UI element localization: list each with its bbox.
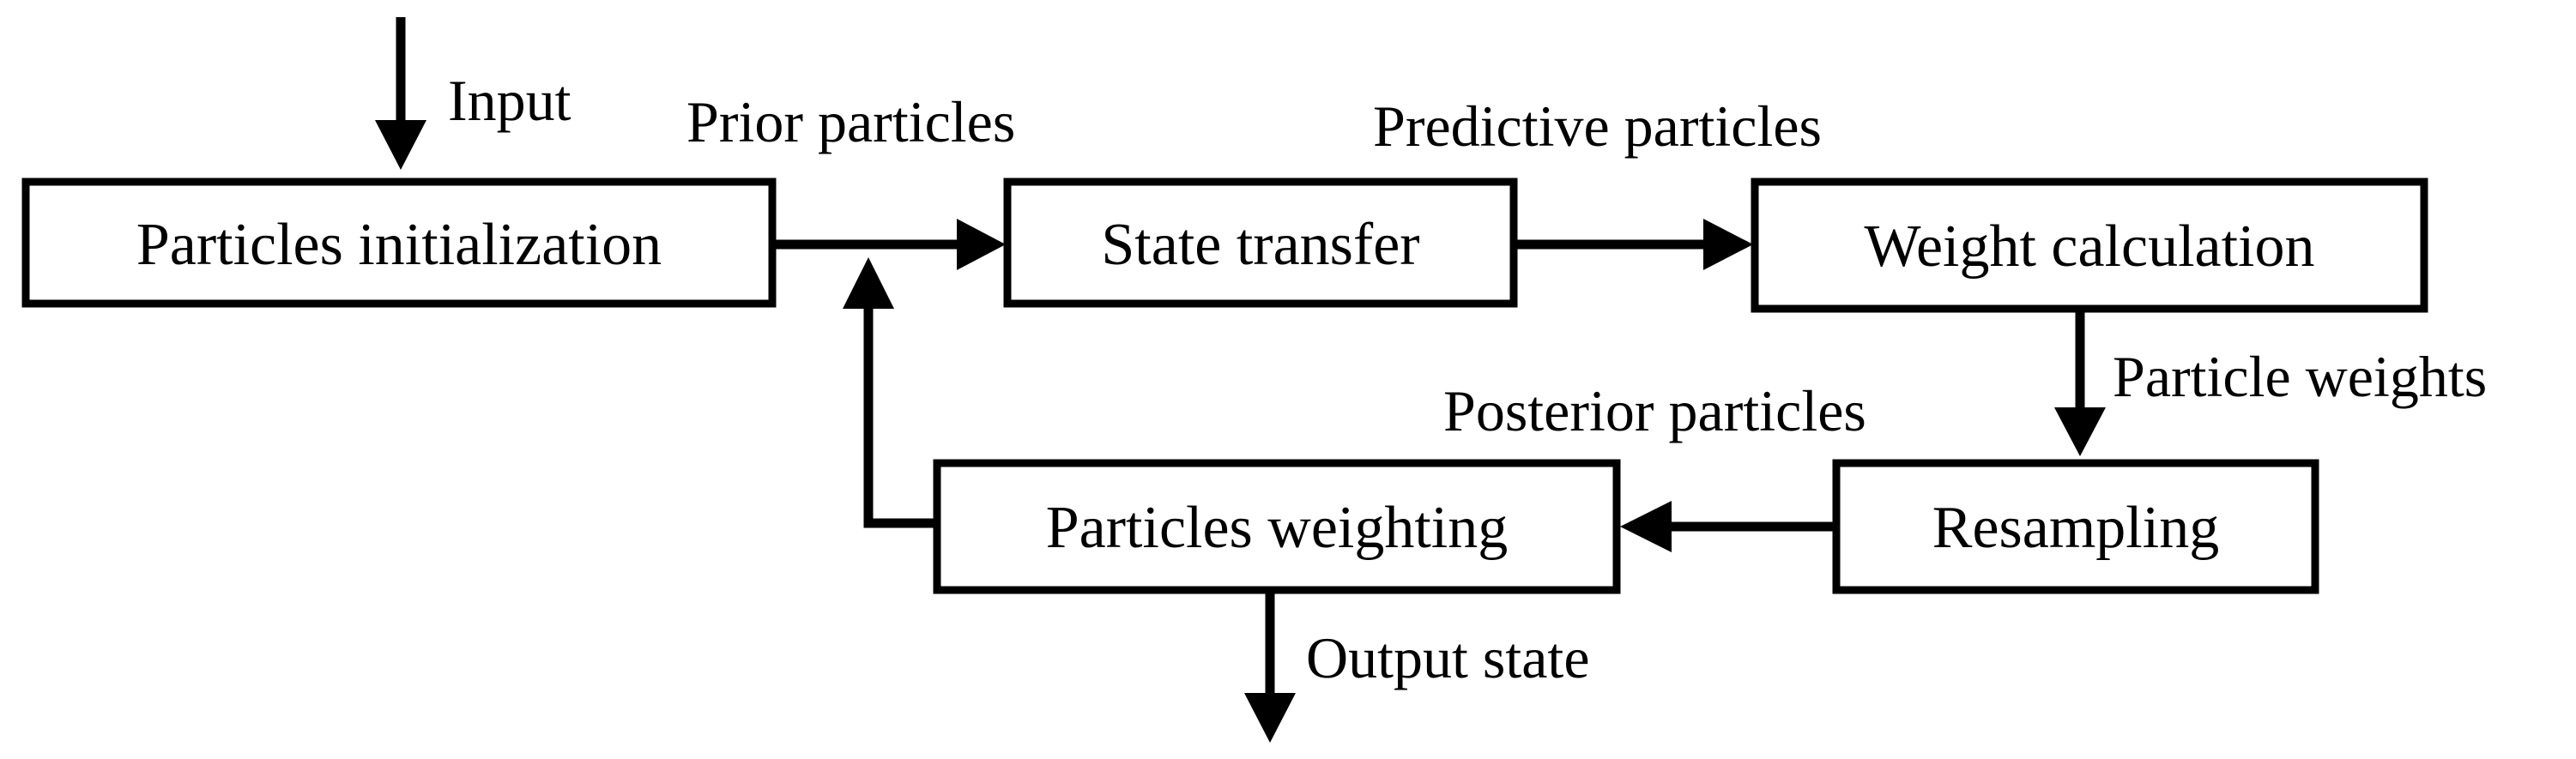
node-resampling-box (1832, 459, 2319, 594)
edge-input-arrowhead (375, 120, 426, 170)
edge-feedback-line (863, 300, 935, 528)
node-state-transfer-label: State transfer (1101, 212, 1419, 278)
node-weight-calculation-box (1751, 178, 2428, 313)
node-particles-weighting-label: Particles weighting (1046, 495, 1509, 561)
node-particles-weighting-box (933, 459, 1621, 594)
edge-prior-particles-arrowhead (957, 219, 1006, 270)
edge-output-state-arrowhead (1244, 693, 1296, 743)
node-particles-weighting: Particles weighting (933, 459, 1621, 594)
node-particles-initialization-label: Particles initialization (136, 212, 662, 278)
label-predictive-particles: Predictive particles (1373, 93, 1822, 159)
node-resampling-label: Resampling (1932, 495, 2219, 561)
edge-predictive-particles-arrowhead (1703, 219, 1753, 270)
node-state-transfer-box (1003, 178, 1518, 308)
node-state-transfer: State transfer (1003, 178, 1518, 308)
edge-particle-weights-arrowhead (2054, 407, 2106, 456)
edge-feedback-arrowhead (843, 257, 894, 309)
node-resampling: Resampling (1832, 459, 2319, 594)
label-particle-weights: Particle weights (2113, 344, 2487, 409)
edge-posterior-particles-arrowhead (1620, 501, 1672, 552)
node-weight-calculation-label: Weight calculation (1865, 214, 2315, 280)
node-particles-initialization-box (21, 178, 777, 308)
label-posterior-particles: Posterior particles (1443, 378, 1866, 443)
node-weight-calculation: Weight calculation (1751, 178, 2428, 313)
label-output-state: Output state (1306, 625, 1590, 690)
node-particles-initialization: Particles initialization (21, 178, 777, 308)
label-prior-particles: Prior particles (686, 89, 1015, 154)
label-input: Input (448, 68, 571, 133)
